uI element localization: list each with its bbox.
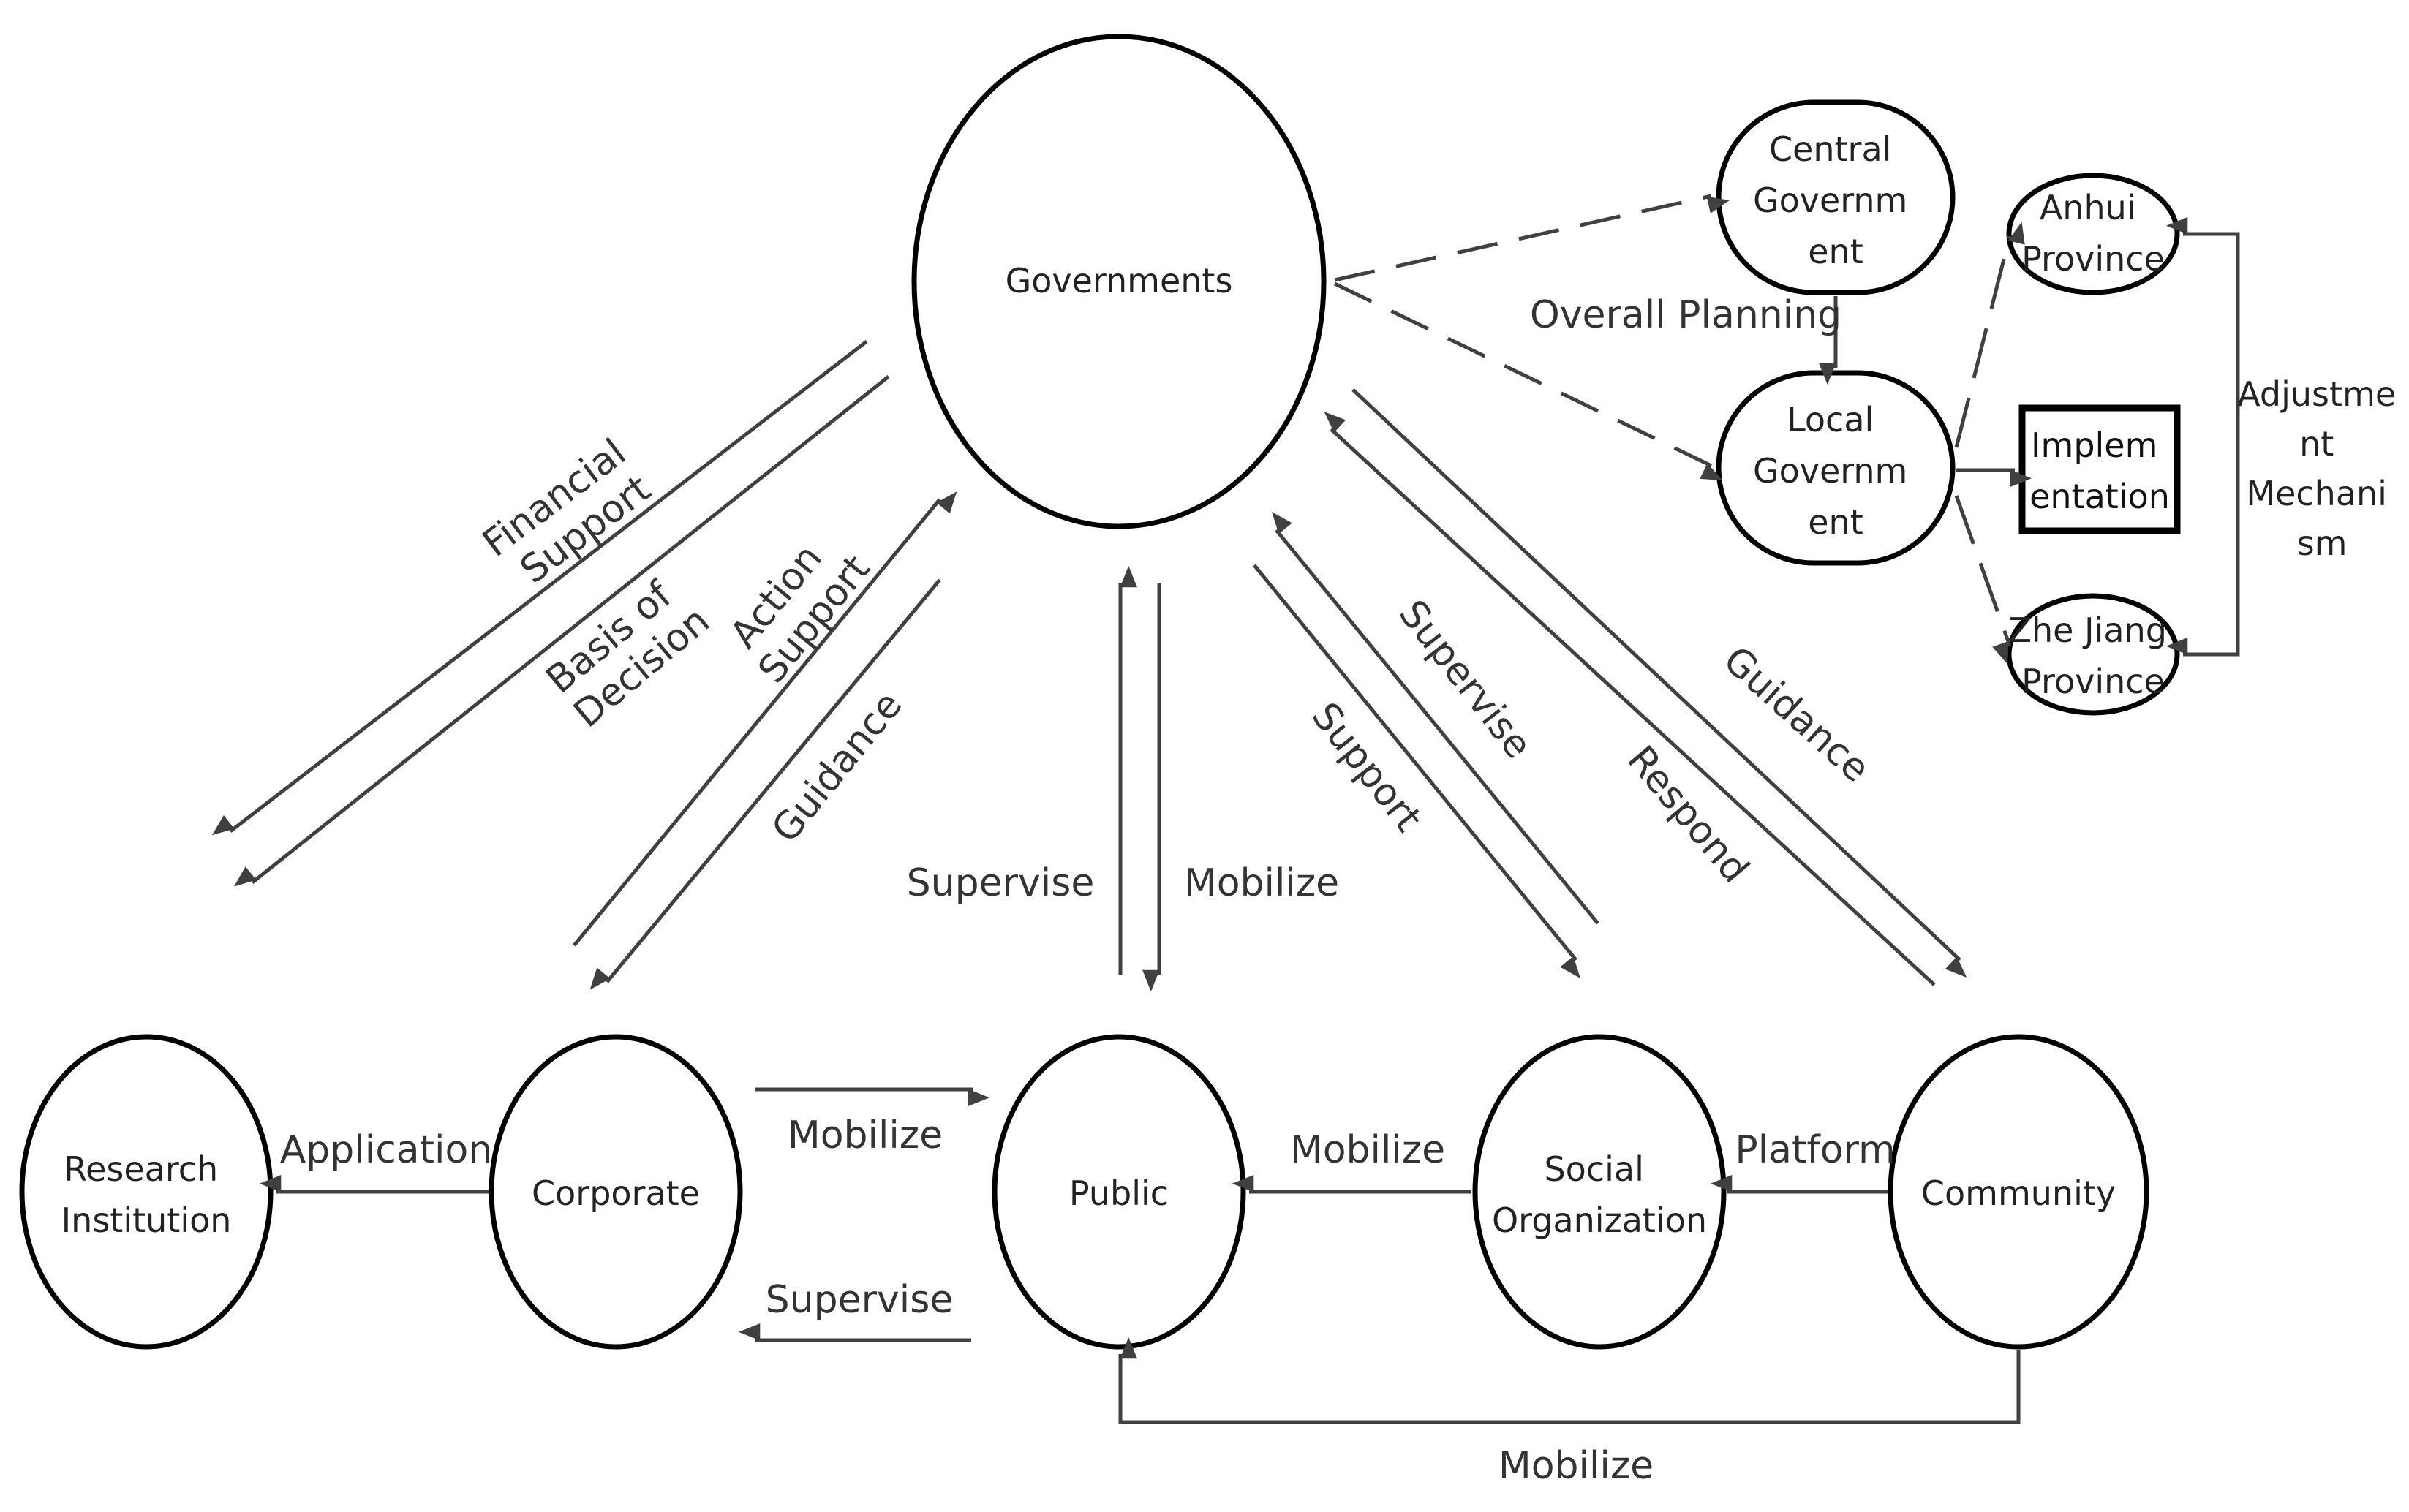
support-social-label: Support — [1302, 695, 1430, 840]
respond-community-label: Respond — [1618, 738, 1757, 891]
corp-to-public-mobilize-label: Mobilize — [788, 1114, 943, 1157]
social-organization-node — [1472, 1034, 1727, 1350]
corporate-label: Corporate — [532, 1173, 700, 1213]
implementation-node — [2018, 404, 2181, 534]
overall-planning-label: Overall Planning — [1530, 293, 1841, 337]
supervise-social-arrow — [1272, 512, 1599, 925]
supervise-social-label: Supervise — [1390, 592, 1540, 767]
local-government-label: Local Governm ent — [1753, 400, 1918, 542]
research-institution-node — [19, 1034, 274, 1350]
action-support-arrow — [573, 491, 957, 947]
implementation-label: Implem entation — [2029, 426, 2170, 516]
community-node — [1888, 1034, 2149, 1350]
anhui-province-label: Anhui Province — [2021, 188, 2165, 279]
basis-of-decision-arrow — [233, 375, 890, 887]
platform-label: Platform — [1735, 1128, 1895, 1172]
gov-to-central-dashed-arrow — [1334, 194, 1730, 282]
public-to-corp-supervise-label: Supervise — [766, 1278, 954, 1322]
adjustment-mechanism-to-zhejiang-arrow — [2165, 439, 2240, 657]
support-social-arrow — [1253, 564, 1580, 978]
application-label: Application — [280, 1128, 493, 1172]
central-government-label: Central Governm ent — [1753, 129, 1918, 271]
supervise-public-label: Supervise — [907, 861, 1095, 905]
governments-node — [911, 34, 1327, 529]
guidance-community-label: Guidance — [1715, 638, 1878, 791]
guidance-community-arrow — [1351, 388, 1967, 978]
basis-of-decision-label: Basis of Decision — [538, 565, 718, 736]
public-label: Public — [1069, 1173, 1169, 1213]
community-to-public-mobilize-label: Mobilize — [1498, 1444, 1654, 1488]
local-to-zhejiang-dashed-arrow — [1954, 495, 2012, 665]
social-to-public-mobilize-label: Mobilize — [1290, 1128, 1445, 1172]
community-label: Community — [1921, 1173, 2116, 1213]
adjustment-mechanism-to-anhui-arrow — [2165, 217, 2240, 439]
guidance-corporate-arrow — [589, 578, 941, 990]
gov-to-local-dashed-arrow — [1333, 281, 1723, 481]
zhejiang-province-label: Zhe Jiang Province — [2008, 611, 2177, 701]
adjustment-mechanism-label: Adjustme nt Mechani sm — [2237, 374, 2407, 563]
research-institution-label: Research Institution — [61, 1149, 232, 1240]
community-to-public-mobilize-arrow — [1118, 1337, 2021, 1424]
social-organization-label: Social Organization — [1492, 1149, 1707, 1240]
respond-community-arrow — [1324, 412, 1936, 986]
governments-label: Governments — [1006, 261, 1233, 300]
mobilize-public-label: Mobilize — [1184, 861, 1339, 905]
local-to-anhui-dashed-arrow — [1954, 222, 2025, 448]
corporate-node — [489, 1034, 743, 1350]
financial-support-arrow — [211, 340, 868, 836]
